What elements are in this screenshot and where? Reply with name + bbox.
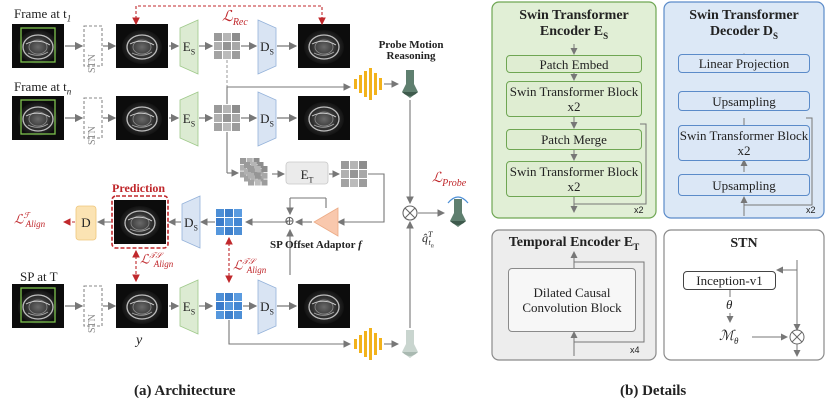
probe-icon-output — [447, 196, 469, 227]
probe-icon-top — [402, 70, 418, 98]
decoder-label-4: DS — [260, 299, 274, 317]
y-label: y — [136, 333, 143, 348]
align-f-loss-label: ℒℱAlign — [14, 211, 46, 229]
aligned-sp-frame — [115, 283, 169, 329]
stn-detail-title: STN — [730, 236, 758, 251]
probe-loss-label: ℒProbe — [432, 171, 467, 189]
decoder-upsampling-2: Upsampling — [678, 174, 810, 196]
theta-label: θ — [726, 297, 733, 312]
decoder-swin-block: Swin Transformer Block x2 — [678, 125, 810, 161]
decoder-trapezoid-4 — [257, 279, 277, 335]
decoder-trapezoid-3 — [181, 195, 201, 249]
decoder-repeat-label: x2 — [806, 205, 816, 215]
probe-motion-bars-top — [354, 68, 382, 100]
encoder-label-2: ES — [182, 111, 196, 129]
stn-text-1: STN — [87, 54, 98, 73]
details-caption: (b) Details — [620, 383, 687, 399]
temporal-encoder-title: Temporal Encoder ET — [508, 235, 640, 252]
discriminator-box — [75, 205, 97, 241]
decoder-trapezoid-2 — [257, 91, 277, 147]
stn-box-2 — [83, 97, 103, 139]
encoder-patch-merge: Patch Merge — [506, 129, 642, 150]
frame-t1-image — [11, 23, 65, 69]
stn-panel — [663, 229, 825, 361]
encoder-repeat-label: x2 — [634, 205, 644, 215]
decoder-label-1: DS — [260, 39, 274, 57]
predicted-sp-frame — [113, 199, 167, 245]
sp-offset-adaptor-triangle — [313, 207, 339, 237]
decoder-label-3: DS — [184, 215, 198, 233]
prediction-label: Prediction — [112, 181, 166, 195]
decoder-upsampling-1: Upsampling — [678, 91, 810, 111]
stn-text-2: STN — [87, 126, 98, 145]
frame-t1-label: Frame at t1 — [14, 6, 72, 24]
rec-loss-label: ℒRec — [222, 9, 248, 28]
sp-at-t-label: SP at T — [20, 269, 58, 284]
temporal-encoder-label: ET — [300, 167, 314, 185]
swin-decoder-title: Swin Transformer Decoder DS — [689, 8, 799, 41]
inception-block: Inception-v1 — [683, 271, 776, 290]
plus-node: ⊕ — [284, 213, 295, 228]
encoder-trapezoid-3 — [179, 279, 199, 335]
probe-icon-bottom — [402, 330, 418, 358]
stn-box-3 — [83, 285, 103, 327]
probe-estimate-label: q̂Ttn — [422, 230, 434, 250]
frame-tn-label: Frame at tn — [14, 79, 72, 97]
swin-encoder-title: Swin Transformer Encoder ES — [519, 8, 629, 41]
probe-motion-bars-bottom — [354, 328, 382, 360]
temporal-feature-grid — [341, 161, 367, 187]
reconstructed-sp-frame — [297, 283, 351, 329]
align-ts-loss-label-1: ℒ𝒯𝒮Align — [140, 251, 174, 269]
decoder-trapezoid-1 — [257, 19, 277, 75]
discriminator-label: D — [81, 215, 91, 230]
dilated-causal-block: Dilated Causal Convolution Block — [508, 268, 636, 332]
stn-text-3: STN — [87, 314, 98, 333]
encoder-swin-block-1: Swin Transformer Block x2 — [506, 81, 642, 117]
predicted-sp-grid — [216, 209, 242, 235]
aligned-frame-2 — [115, 95, 169, 141]
reconstructed-frame-1 — [297, 23, 351, 69]
decoder-label-2: DS — [260, 111, 274, 129]
encoder-label-1: ES — [182, 39, 196, 57]
m-theta-label: ℳθ — [719, 329, 739, 346]
sp-frame-image — [11, 283, 65, 329]
temporal-encoder-box — [285, 161, 329, 185]
architecture-caption: (a) Architecture — [134, 383, 236, 399]
encoder-patch-embed: Patch Embed — [506, 55, 642, 73]
stacked-feature-grids — [240, 158, 268, 186]
decoder-linear-projection: Linear Projection — [678, 54, 810, 73]
sp-feature-grid — [216, 293, 242, 319]
reconstructed-frame-2 — [297, 95, 351, 141]
align-ts-loss-label-2: ℒ𝒯𝒮Align — [233, 257, 267, 275]
stn-box-1 — [83, 25, 103, 67]
temporal-repeat-label: x4 — [630, 345, 640, 355]
frame-tn-image — [11, 95, 65, 141]
prediction-box — [111, 195, 169, 249]
aligned-frame-1 — [115, 23, 169, 69]
sp-adaptor-label: SP Offset Adaptor f — [270, 239, 362, 251]
encoder-swin-block-2: Swin Transformer Block x2 — [506, 161, 642, 197]
feature-grid-2 — [214, 105, 240, 131]
feature-grid-1 — [214, 33, 240, 59]
encoder-trapezoid-2 — [179, 91, 199, 147]
rec-loss-arrow — [132, 5, 326, 26]
encoder-label-3: ES — [182, 299, 196, 317]
